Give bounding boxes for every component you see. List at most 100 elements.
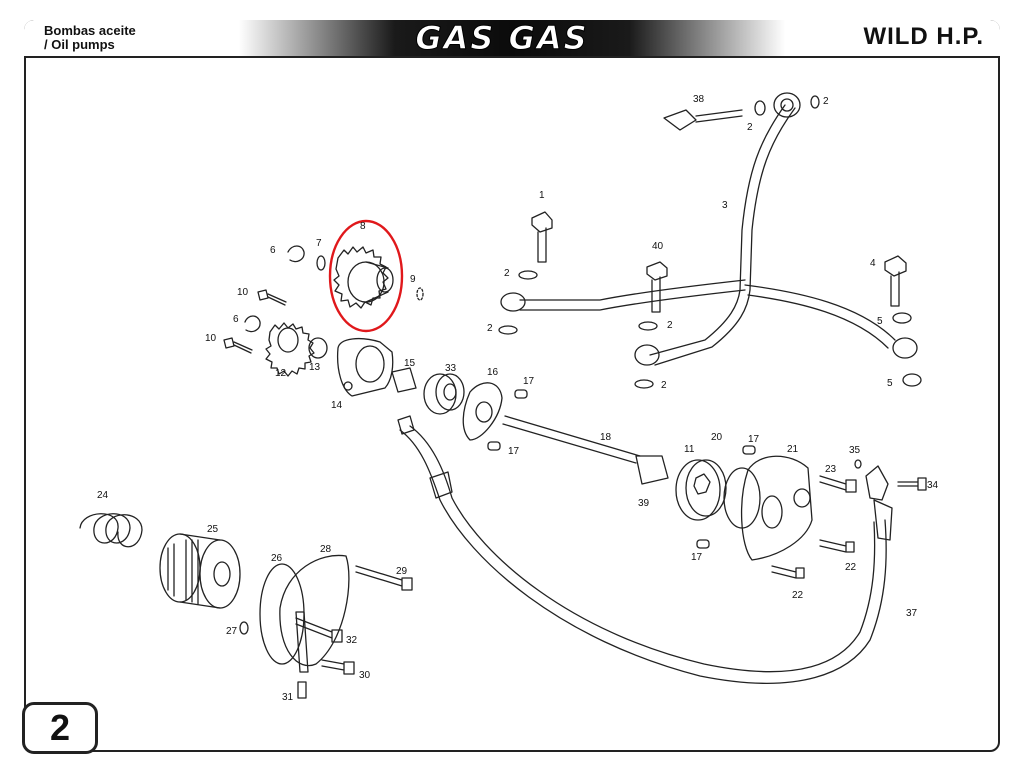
washer-2f bbox=[634, 379, 654, 389]
callout-5b: 5 bbox=[887, 378, 893, 389]
banjo-fitting-right bbox=[892, 337, 918, 359]
page-number: 2 bbox=[49, 707, 71, 748]
plate-16 bbox=[462, 382, 503, 441]
washer-2b bbox=[810, 95, 820, 109]
drain-screw-31 bbox=[297, 681, 307, 699]
callout-6a: 6 bbox=[270, 245, 276, 256]
callout-23: 23 bbox=[825, 464, 837, 475]
callout-29: 29 bbox=[396, 566, 408, 577]
callout-5a: 5 bbox=[877, 316, 883, 327]
callout-22b: 22 bbox=[792, 590, 804, 601]
coupling-39 bbox=[635, 455, 669, 485]
callout-38: 38 bbox=[693, 94, 705, 105]
spring-24 bbox=[79, 513, 143, 548]
header-bar bbox=[24, 20, 1000, 58]
section-title-es: Bombas aceite bbox=[44, 23, 136, 38]
banjo-fitting-lower bbox=[634, 344, 660, 366]
brand-logo: GAS GAS bbox=[415, 19, 587, 58]
screw-10a bbox=[257, 289, 287, 306]
o-ring-27 bbox=[239, 621, 249, 635]
callout-2e: 2 bbox=[667, 320, 673, 331]
highlight-circle bbox=[328, 219, 404, 333]
driven-gear-12 bbox=[265, 322, 315, 377]
oil-hose-37 bbox=[397, 415, 893, 684]
washer-2e bbox=[638, 321, 658, 331]
callout-10b: 10 bbox=[205, 333, 217, 344]
callout-17c: 17 bbox=[748, 434, 760, 445]
callout-10a: 10 bbox=[237, 287, 249, 298]
callout-2c: 2 bbox=[504, 268, 510, 279]
callout-37: 37 bbox=[906, 608, 918, 619]
callout-31: 31 bbox=[282, 692, 294, 703]
section-title-en: / Oil pumps bbox=[44, 37, 115, 52]
callout-30: 30 bbox=[359, 670, 371, 681]
oil-filter-25 bbox=[159, 533, 241, 609]
washer-2a bbox=[754, 100, 766, 116]
banjo-fitting-top-hole bbox=[780, 98, 794, 112]
callout-2b: 2 bbox=[823, 96, 829, 107]
rotor-11 bbox=[675, 459, 727, 521]
callout-34: 34 bbox=[927, 480, 939, 491]
callout-2a: 2 bbox=[747, 122, 753, 133]
pin-17b bbox=[487, 441, 501, 451]
callout-6b: 6 bbox=[233, 314, 239, 325]
screw-10b bbox=[223, 337, 253, 354]
washer-13 bbox=[308, 337, 328, 359]
callout-2f: 2 bbox=[661, 380, 667, 391]
oil-pipe-3 bbox=[519, 104, 896, 366]
screw-30 bbox=[321, 659, 355, 675]
callout-24: 24 bbox=[97, 490, 109, 501]
callout-11: 11 bbox=[684, 444, 695, 455]
screw-23 bbox=[819, 475, 857, 493]
ring-35 bbox=[854, 459, 862, 469]
callout-26: 26 bbox=[271, 553, 283, 564]
callout-32: 32 bbox=[346, 635, 358, 646]
callout-12: 12 bbox=[275, 368, 287, 379]
callout-20: 20 bbox=[711, 432, 723, 443]
callout-39: 39 bbox=[638, 498, 650, 509]
callout-17b: 17 bbox=[508, 446, 520, 457]
callout-33: 33 bbox=[445, 363, 457, 374]
rotor-33 bbox=[423, 373, 465, 415]
washer-5a bbox=[892, 312, 912, 324]
bolt-1 bbox=[531, 211, 553, 263]
section-title: Bombas aceite / Oil pumps bbox=[44, 24, 136, 52]
callout-27: 27 bbox=[226, 626, 238, 637]
callout-1: 1 bbox=[539, 190, 545, 201]
circlip-6b bbox=[244, 315, 261, 333]
callout-17d: 17 bbox=[691, 552, 703, 563]
callout-18: 18 bbox=[600, 432, 612, 443]
washer-2d bbox=[498, 325, 518, 335]
callout-17a: 17 bbox=[523, 376, 535, 387]
callout-40: 40 bbox=[652, 241, 664, 252]
screw-34 bbox=[897, 477, 927, 491]
page-number-box bbox=[22, 702, 98, 754]
callout-4: 4 bbox=[870, 258, 876, 269]
screw-22a bbox=[819, 539, 855, 553]
callout-3: 3 bbox=[722, 200, 728, 211]
bushing-15 bbox=[391, 367, 417, 393]
gasket-26 bbox=[259, 563, 305, 665]
callout-22a: 22 bbox=[845, 562, 857, 573]
screw-32 bbox=[295, 617, 343, 643]
callout-21: 21 bbox=[787, 444, 799, 455]
pin-9 bbox=[416, 287, 424, 301]
pin-17a bbox=[514, 389, 528, 399]
circlip-6a bbox=[287, 245, 305, 263]
callout-13: 13 bbox=[309, 362, 321, 373]
filter-cover-28 bbox=[279, 554, 350, 673]
screw-22b bbox=[771, 565, 805, 579]
drive-gear-8 bbox=[333, 246, 394, 309]
pin-17c bbox=[742, 445, 756, 455]
callout-28: 28 bbox=[320, 544, 332, 555]
callout-8: 8 bbox=[360, 221, 366, 232]
washer-7 bbox=[316, 255, 326, 271]
callout-25: 25 bbox=[207, 524, 219, 535]
pump-housing-14 bbox=[336, 337, 394, 397]
bleed-screw-38 bbox=[663, 109, 743, 131]
washer-2c bbox=[518, 270, 538, 280]
callout-9: 9 bbox=[410, 274, 416, 285]
callout-2d: 2 bbox=[487, 323, 493, 334]
model-name: WILD H.P. bbox=[863, 23, 984, 50]
page-frame bbox=[24, 20, 1000, 752]
